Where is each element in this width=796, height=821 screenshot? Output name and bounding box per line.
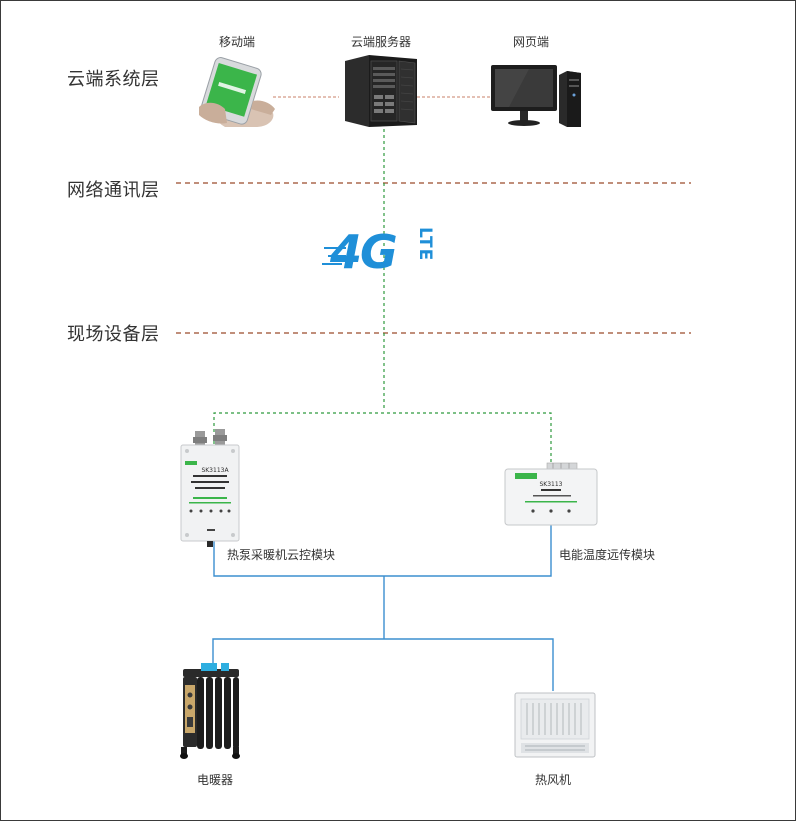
- heatpump-module-model: SK3113A: [201, 467, 229, 474]
- 4g-lte-logo: 4G LTE: [322, 225, 445, 281]
- mobile-phone-icon: [199, 57, 275, 127]
- network-layer-label: 网络通讯层: [67, 180, 160, 201]
- energy-module-device: [504, 462, 598, 526]
- lte-text: LTE: [415, 227, 435, 262]
- server-icon: [345, 55, 417, 127]
- energy-module-model: SK3113: [539, 481, 563, 488]
- heater-caption: 电暖器: [196, 773, 233, 787]
- heatpump-module-device: [180, 429, 240, 547]
- hot-air-fan-icon: [514, 692, 596, 758]
- field-layer-label: 现场设备层: [67, 324, 160, 345]
- mobile-caption: 移动端: [218, 35, 255, 49]
- 4g-text: 4G: [330, 225, 398, 279]
- server-caption: 云端服务器: [350, 35, 411, 49]
- link-heatpump-bus: [213, 525, 552, 577]
- cloud-layer-label: 云端系统层: [67, 69, 160, 90]
- electric-heater-icon: [180, 663, 240, 759]
- link-4g-modules: [213, 412, 552, 463]
- energy-module-caption: 电能温度远传模块: [559, 548, 656, 562]
- web-caption: 网页端: [512, 35, 549, 49]
- desktop-computer-icon: [491, 65, 581, 127]
- heatpump-module-caption: 热泵采暖机云控模块: [227, 548, 336, 562]
- link-devices-bus: [212, 638, 554, 691]
- fan-caption: 热风机: [534, 773, 571, 787]
